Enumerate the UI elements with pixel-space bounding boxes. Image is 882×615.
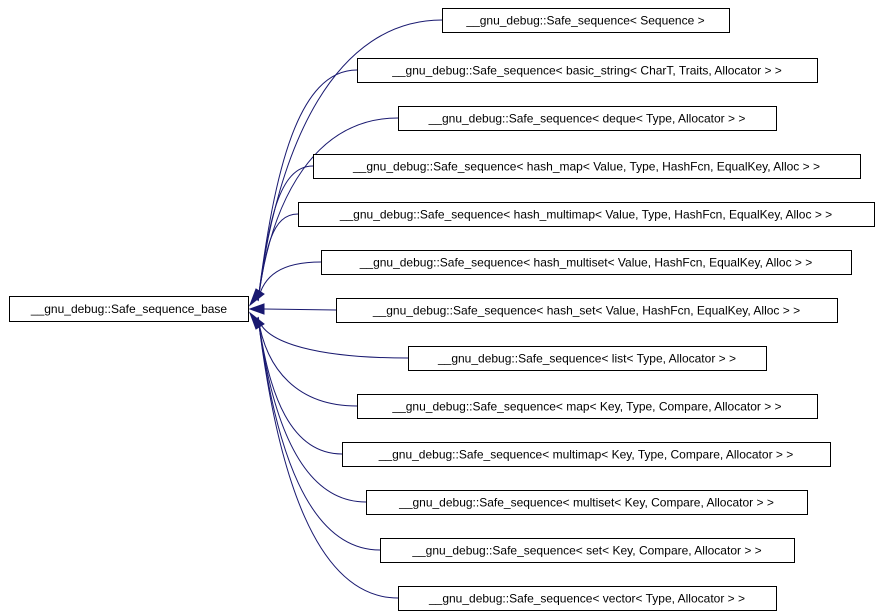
derived-class-label: __gnu_debug::Safe_sequence< list< Type, … [437, 352, 736, 366]
inheritance-edge [257, 316, 381, 551]
derived-class-label: __gnu_debug::Safe_sequence< deque< Type,… [428, 112, 746, 126]
derived-class-node[interactable]: __gnu_debug::Safe_sequence< vector< Type… [398, 586, 777, 611]
derived-class-box [408, 346, 767, 371]
derived-class-node[interactable]: __gnu_debug::Safe_sequence< hash_map< Va… [313, 154, 861, 179]
derived-class-label: __gnu_debug::Safe_sequence< map< Key, Ty… [391, 400, 781, 414]
derived-class-box [442, 8, 730, 33]
inheritance-edge [257, 213, 299, 302]
derived-class-box [313, 154, 861, 179]
derived-class-node[interactable]: __gnu_debug::Safe_sequence< map< Key, Ty… [357, 394, 818, 419]
derived-class-box [342, 442, 831, 467]
derived-class-box [298, 202, 875, 227]
derived-class-box [321, 250, 852, 275]
derived-class-label: __gnu_debug::Safe_sequence< hash_multima… [339, 208, 832, 222]
inheritance-edge [257, 316, 409, 359]
inheritance-edge [257, 69, 358, 302]
derived-class-box [398, 586, 777, 611]
derived-class-label: __gnu_debug::Safe_sequence< vector< Type… [428, 592, 745, 606]
derived-class-label: __gnu_debug::Safe_sequence< set< Key, Co… [411, 544, 761, 558]
base-class-box [9, 296, 249, 322]
derived-class-node[interactable]: __gnu_debug::Safe_sequence< multiset< Ke… [366, 490, 808, 515]
inheritance-edge [257, 165, 314, 302]
derived-class-label: __gnu_debug::Safe_sequence< basic_string… [391, 64, 782, 78]
derived-class-node[interactable]: __gnu_debug::Safe_sequence< hash_multima… [298, 202, 875, 227]
inheritance-edges [248, 19, 443, 599]
derived-class-node[interactable]: __gnu_debug::Safe_sequence< basic_string… [357, 58, 818, 83]
inheritance-edge [257, 316, 399, 599]
derived-class-node[interactable]: __gnu_debug::Safe_sequence< deque< Type,… [398, 106, 777, 131]
derived-class-box [357, 58, 818, 83]
base-class-label: __gnu_debug::Safe_sequence_base [30, 302, 228, 316]
derived-class-node[interactable]: __gnu_debug::Safe_sequence< hash_set< Va… [336, 298, 838, 323]
derived-class-box [380, 538, 795, 563]
derived-class-box [336, 298, 838, 323]
derived-class-box [398, 106, 777, 131]
inheritance-edge [263, 308, 337, 311]
derived-class-label: __gnu_debug::Safe_sequence< hash_set< Va… [372, 304, 800, 318]
inheritance-arrowhead [248, 311, 265, 330]
derived-class-nodes: __gnu_debug::Safe_sequence< Sequence >__… [298, 8, 875, 611]
inheritance-arrowhead [248, 303, 265, 315]
derived-class-label: __gnu_debug::Safe_sequence< multiset< Ke… [398, 496, 774, 510]
derived-class-node[interactable]: __gnu_debug::Safe_sequence< multimap< Ke… [342, 442, 831, 467]
derived-class-node[interactable]: __gnu_debug::Safe_sequence< Sequence > [442, 8, 730, 33]
base-class-node[interactable]: __gnu_debug::Safe_sequence_base [9, 296, 249, 322]
derived-class-label: __gnu_debug::Safe_sequence< hash_multise… [359, 256, 813, 270]
inheritance-edge [257, 261, 322, 302]
derived-class-label: __gnu_debug::Safe_sequence< Sequence > [465, 14, 704, 28]
derived-class-node[interactable]: __gnu_debug::Safe_sequence< list< Type, … [408, 346, 767, 371]
derived-class-label: __gnu_debug::Safe_sequence< multimap< Ke… [378, 448, 794, 462]
derived-class-box [357, 394, 818, 419]
derived-class-box [366, 490, 808, 515]
derived-class-label: __gnu_debug::Safe_sequence< hash_map< Va… [352, 160, 820, 174]
derived-class-node[interactable]: __gnu_debug::Safe_sequence< hash_multise… [321, 250, 852, 275]
inheritance-arrowhead [248, 288, 265, 307]
inheritance-edge [257, 316, 358, 407]
derived-class-node[interactable]: __gnu_debug::Safe_sequence< set< Key, Co… [380, 538, 795, 563]
